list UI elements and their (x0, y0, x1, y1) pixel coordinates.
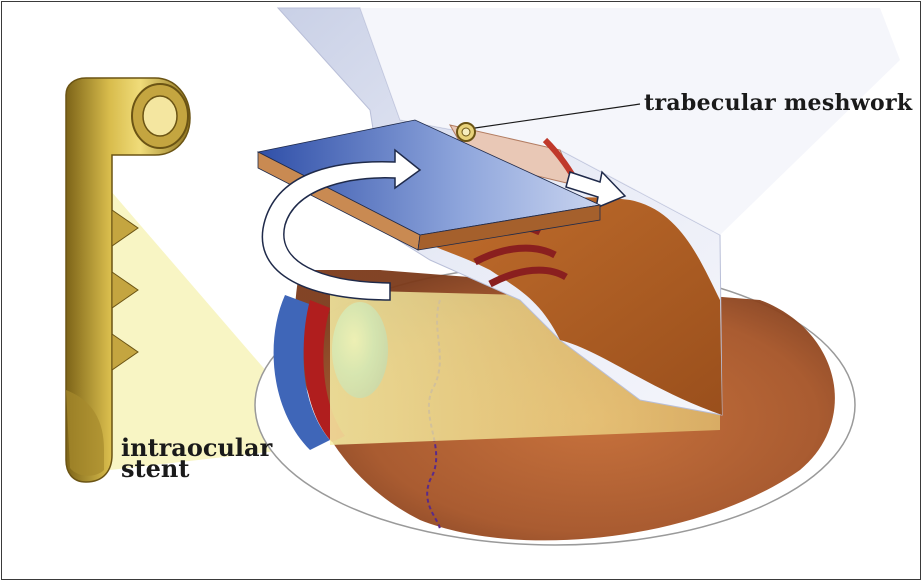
label-trabecular-meshwork: trabecular meshwork (644, 90, 912, 116)
label-stent: stent (121, 457, 189, 481)
